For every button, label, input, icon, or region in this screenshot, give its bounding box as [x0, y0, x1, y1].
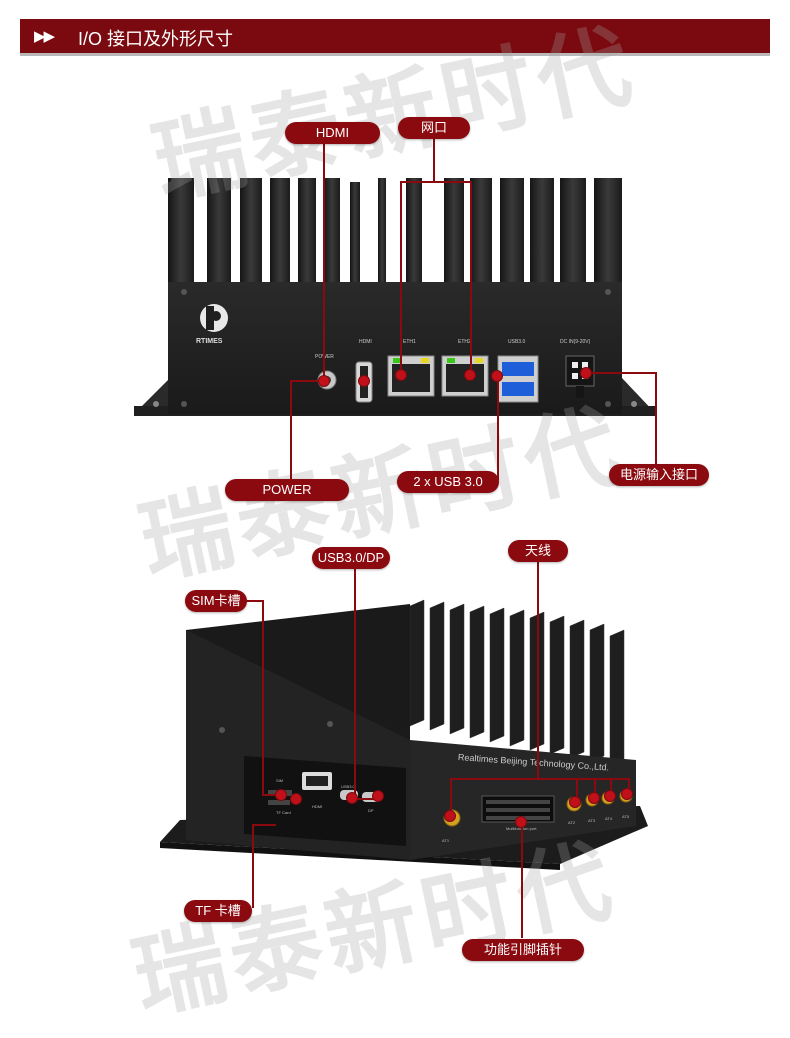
device2-port-label: USB3.0 [341, 784, 355, 789]
leader-line [262, 794, 282, 796]
leader-line [433, 139, 435, 181]
leader-line [400, 181, 472, 183]
marker-dot [358, 375, 370, 387]
callout-dc-in: 电源输入接口 [609, 464, 709, 486]
device1-port-label: HDMI [359, 339, 372, 345]
device1-port-label: ETH2 [458, 339, 471, 345]
device2-port-label: TF Card [276, 810, 291, 815]
marker-dot [318, 375, 330, 387]
leader-line [252, 824, 254, 908]
marker-dot [372, 790, 384, 802]
marker-dot [395, 369, 407, 381]
marker-dot [588, 792, 600, 804]
marker-dot [346, 792, 358, 804]
callout-usb-dp: USB3.0/DP [312, 547, 390, 569]
leader-line [594, 778, 596, 798]
leader-line [354, 798, 378, 800]
leader-line [497, 376, 499, 480]
leader-line [262, 600, 264, 796]
leader-line [290, 380, 326, 382]
marker-dot [580, 367, 592, 379]
device2-port-label: AT5 [622, 814, 630, 819]
marker-dot [444, 810, 456, 822]
marker-dot [621, 788, 633, 800]
leader-line [521, 820, 523, 938]
marker-dot [491, 370, 503, 382]
marker-dot [515, 816, 527, 828]
leader-line [537, 562, 539, 780]
marker-dot [464, 369, 476, 381]
leader-line [610, 778, 612, 796]
leader-line [450, 778, 630, 780]
leader-line [655, 372, 657, 464]
device2-port-label: AT2 [568, 820, 576, 825]
leader-line [470, 181, 472, 375]
callout-usb: 2 x USB 3.0 [397, 471, 499, 493]
leader-line [245, 600, 263, 602]
section-header: ▶▶ I/O 接口及外形尺寸 [20, 19, 770, 53]
device2-port-label: AT3 [588, 818, 596, 823]
callout-sim: SIM卡槽 [185, 590, 247, 612]
marker-dot [569, 796, 581, 808]
callout-antenna: 天线 [508, 540, 568, 562]
device2-port-label: AT4 [605, 816, 613, 821]
header-underline [20, 53, 770, 56]
double-arrow-icon: ▶▶ [34, 28, 55, 45]
leader-line [290, 380, 292, 480]
rtimes-logo-icon [200, 304, 228, 332]
leader-line [354, 568, 356, 800]
device2-port-label: AT1 [442, 838, 450, 843]
leader-line [323, 144, 325, 380]
callout-ethernet: 网口 [398, 117, 470, 139]
device2-port-label: DP [368, 808, 374, 813]
callout-tf: TF 卡槽 [184, 900, 252, 922]
device2-port-label: HDMI [312, 804, 323, 809]
device1-brand: RTIMES [196, 338, 223, 345]
marker-dot [604, 790, 616, 802]
callout-gpio: 功能引脚插针 [462, 939, 584, 961]
device1-port-label: ETH1 [403, 339, 416, 345]
leader-line [628, 778, 630, 794]
section-title: I/O 接口及外形尺寸 [78, 29, 234, 49]
callout-hdmi: HDMI [285, 122, 380, 144]
marker-dot [290, 793, 302, 805]
leader-line [450, 778, 452, 816]
leader-line [576, 778, 578, 802]
leader-line [400, 181, 402, 375]
device2-port-label: SIM [276, 778, 284, 783]
marker-dot [275, 789, 287, 801]
device1-port-label: USB3.0 [508, 339, 526, 345]
leader-line [252, 824, 276, 826]
device1-port-label: DC IN(9-20V) [560, 339, 591, 345]
leader-line [586, 372, 656, 374]
callout-power: POWER [225, 479, 349, 501]
